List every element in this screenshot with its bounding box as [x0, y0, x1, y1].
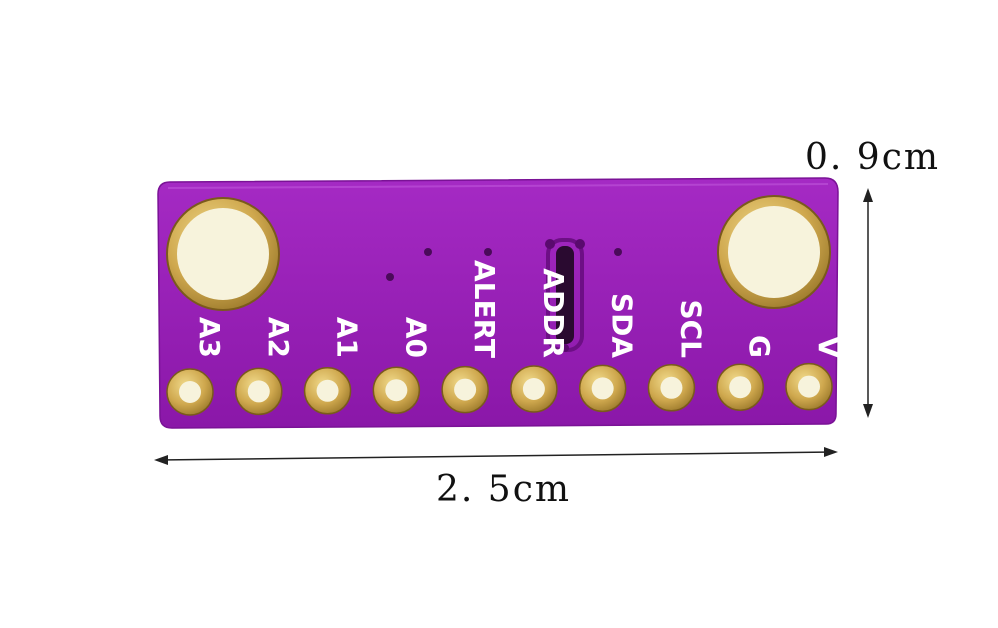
pin-pad-scl: [647, 364, 696, 412]
pin-pad-sda: [578, 364, 627, 413]
pin-label-a1: A1: [331, 317, 364, 358]
pin-label-g: G: [743, 335, 776, 358]
height-dimension-arrow: [863, 188, 873, 418]
pin-label-addr: ADDR: [537, 268, 570, 358]
pin-label-v: V: [812, 336, 845, 358]
pin-label-a2: A2: [262, 317, 295, 358]
mounting-hole-left: [166, 197, 280, 311]
mounting-hole-right: [717, 195, 831, 309]
pin-label-sda: SDA: [606, 293, 639, 358]
pin-pad-alert: [441, 365, 489, 414]
pin-pad-a2: [235, 367, 283, 416]
via: [424, 248, 432, 256]
width-dimension-label: 2. 5cm: [436, 469, 571, 510]
via: [614, 248, 622, 256]
pin-label-alert: ALERT: [468, 260, 501, 358]
width-dimension-arrow: [154, 447, 838, 465]
pin-pad-a1: [303, 367, 352, 415]
pin-pad-g: [716, 363, 764, 411]
pin-pad-a0: [372, 366, 421, 414]
pin-label-a3: A3: [193, 317, 226, 358]
pcb-top-edge: [167, 183, 829, 189]
pin-pad-a3: [166, 368, 214, 416]
pin-label-scl: SCL: [674, 299, 707, 358]
pin-label-a0: A0: [399, 317, 432, 358]
pin-pad-v: [785, 362, 833, 411]
addr-jumper: [545, 238, 585, 352]
via: [386, 273, 394, 281]
pin-pad-addr: [510, 365, 558, 413]
via: [484, 248, 492, 256]
height-dimension-label: 0. 9cm: [805, 137, 940, 178]
